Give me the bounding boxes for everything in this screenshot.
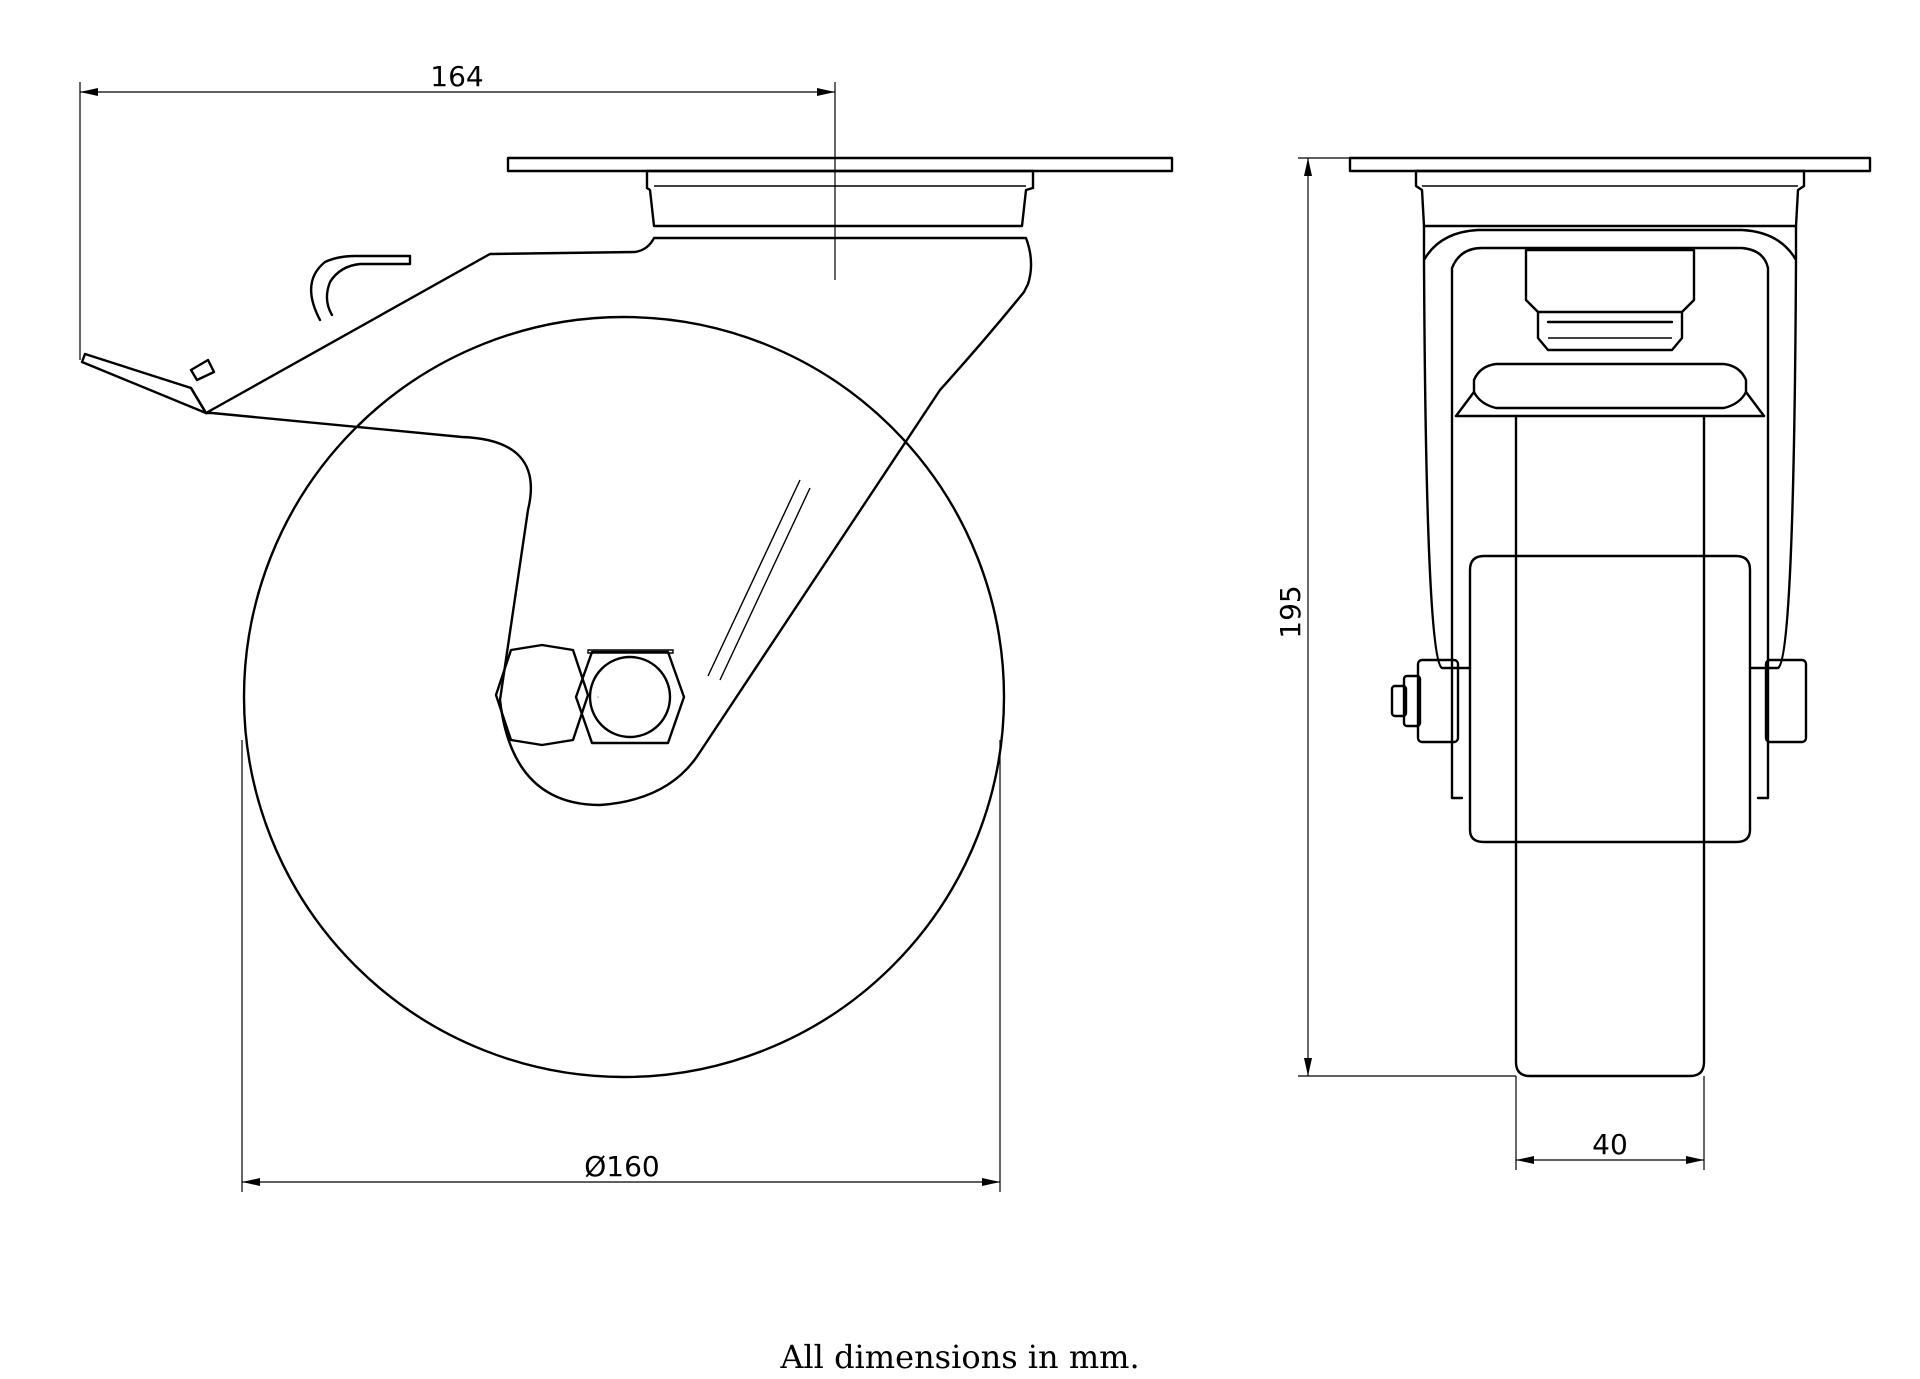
brake-pedal [80, 352, 208, 415]
front-fork [1422, 224, 1798, 670]
side-wheel [242, 315, 1006, 1079]
dimension-195-label: 195 [1274, 585, 1307, 638]
front-swivel-bearing [1414, 169, 1806, 228]
dimension-40: 40 [1515, 1076, 1705, 1170]
front-axle-right [1764, 658, 1808, 744]
dimension-40-label: 40 [1592, 1128, 1628, 1161]
brake-tab [189, 358, 216, 415]
dimension-164: 164 [79, 60, 836, 360]
dimension-diameter-label: Ø160 [584, 1150, 659, 1183]
dimension-164-label: 164 [430, 60, 483, 93]
front-top-plate [1348, 156, 1872, 173]
dimension-diameter-160: Ø160 [241, 740, 1001, 1192]
side-axle-nut [494, 643, 590, 747]
side-view: 164 Ø160 [79, 60, 1174, 1192]
front-wheel-tyre [1514, 414, 1706, 1078]
units-note: All dimensions in mm. [780, 1338, 1140, 1376]
front-view: 195 40 [1274, 156, 1872, 1170]
brake-hook [309, 254, 412, 322]
front-kingpin-block [1524, 248, 1696, 314]
front-wheel-cap [1472, 362, 1748, 410]
front-axle-left [1390, 658, 1460, 744]
dimension-195: 195 [1274, 157, 1516, 1077]
side-swivel-bearing [645, 169, 1035, 228]
side-fork [204, 236, 1033, 807]
front-wheel-hub [1468, 554, 1752, 844]
side-top-plate [506, 156, 1174, 173]
